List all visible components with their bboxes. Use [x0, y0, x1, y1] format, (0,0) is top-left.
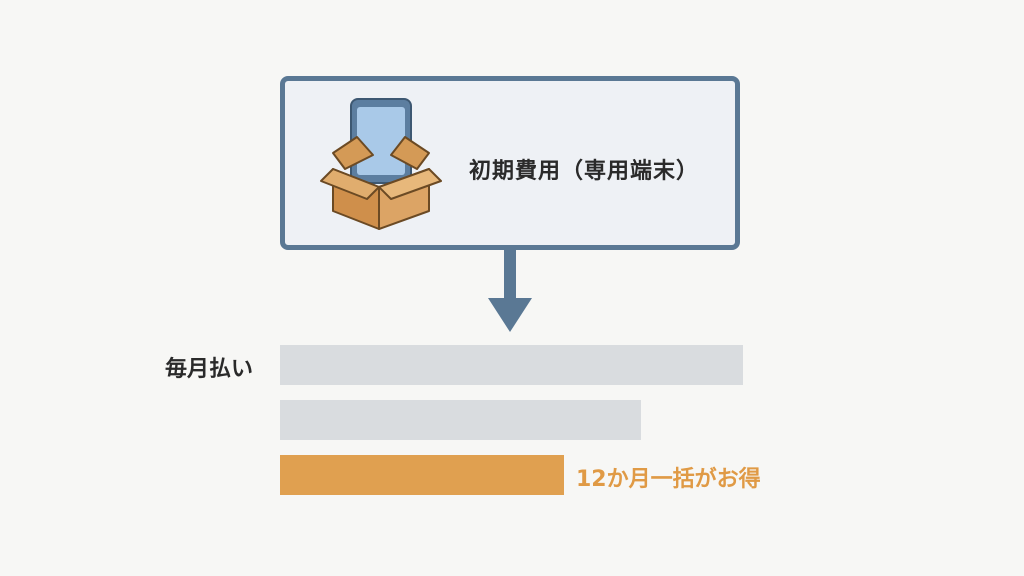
initial-cost-label: 初期費用（専用端末） [469, 159, 700, 184]
bar-monthly-2 [280, 400, 641, 440]
monthly-payment-label: 毎月払い [165, 357, 254, 382]
initial-cost-box: 初期費用（専用端末） [280, 76, 740, 250]
bar-lump-sum [280, 455, 564, 495]
bar-monthly-1 [280, 345, 743, 385]
lump-sum-caption: 12か月一括がお得 [576, 467, 761, 492]
tablet-in-box-icon [320, 98, 442, 230]
down-arrow-icon [488, 250, 532, 332]
